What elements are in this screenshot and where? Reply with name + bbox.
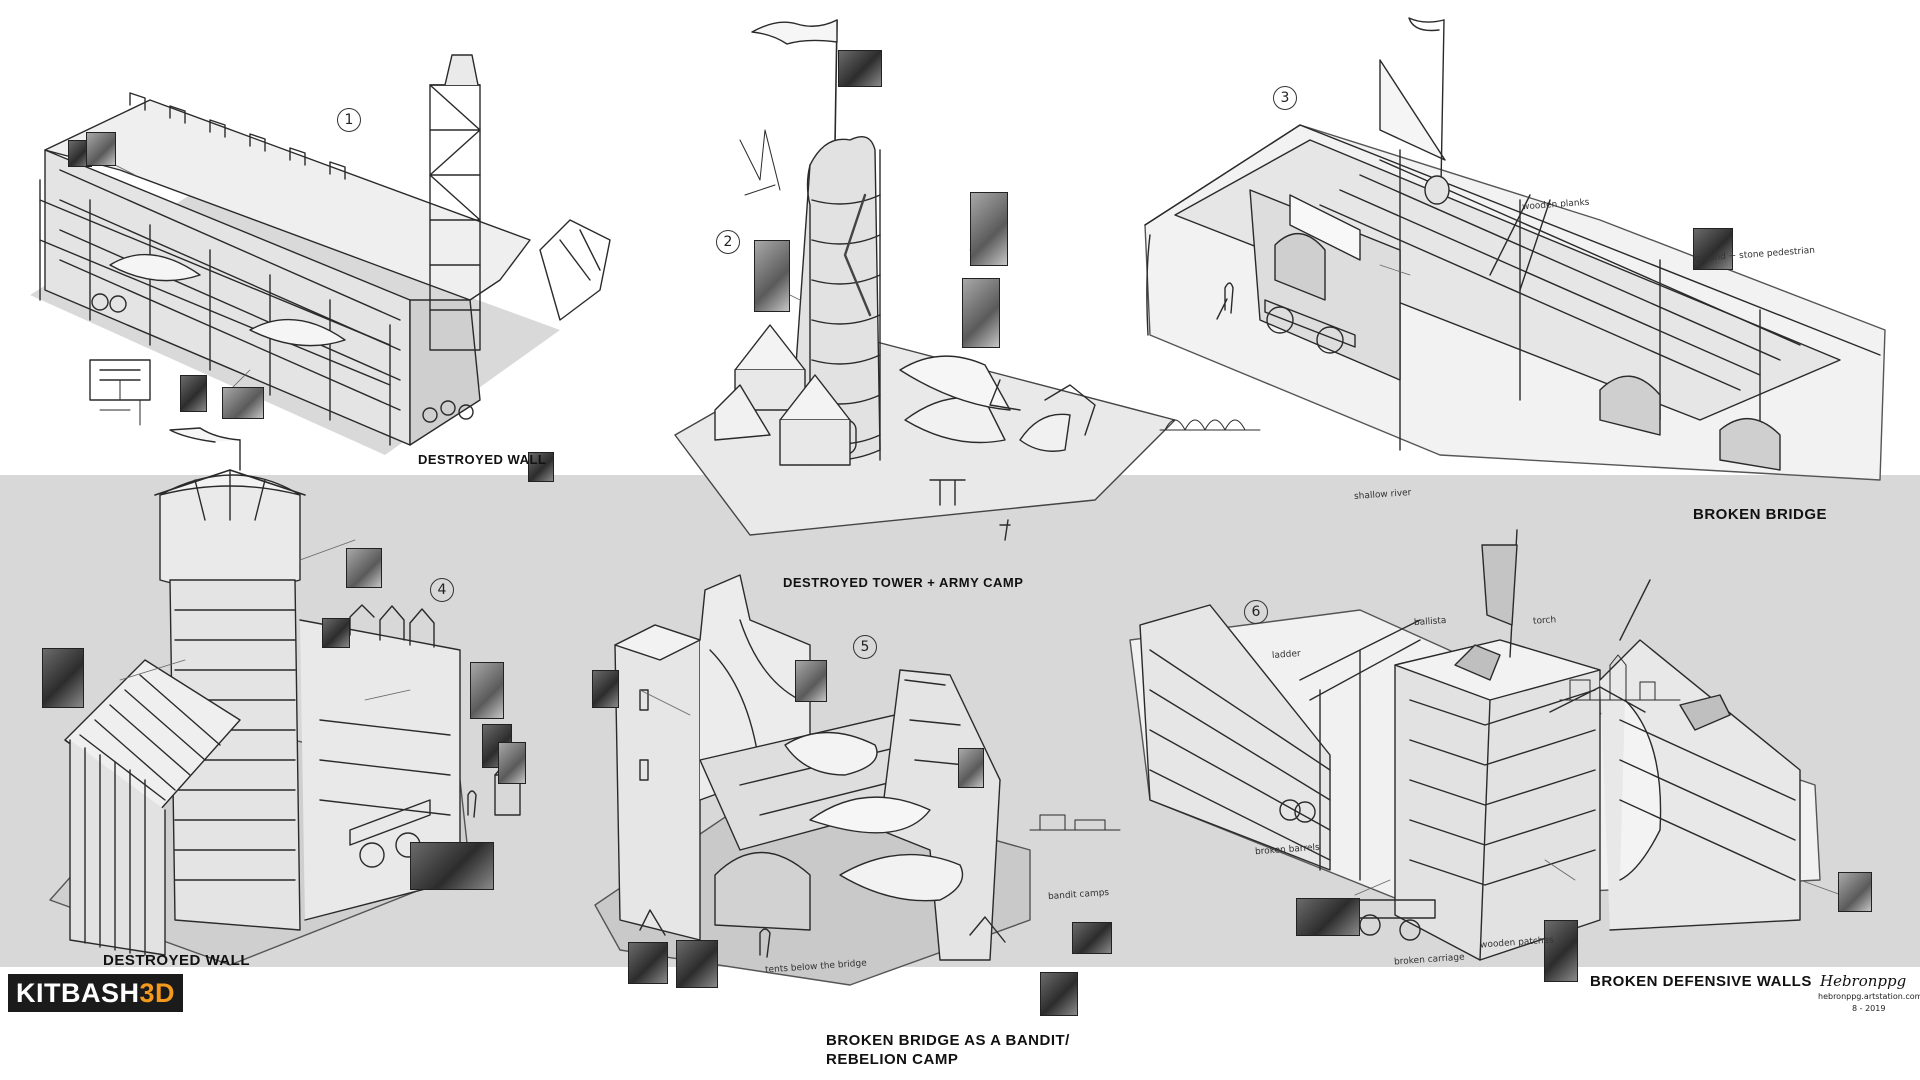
caption-broken-defensive-walls: BROKEN DEFENSIVE WALLS [1590, 973, 1812, 990]
reference-photo [1544, 920, 1578, 982]
note-torch: torch [1532, 615, 1557, 627]
logo-text-accent: 3D [139, 977, 176, 1008]
reference-photo [628, 942, 668, 984]
sketch-2-destroyed-tower [674, 19, 1176, 541]
reference-photo [970, 192, 1008, 266]
sketch-number-3: 3 [1273, 86, 1297, 110]
reference-photo [470, 662, 504, 719]
sketch-4-destroyed-wall-tower [49, 427, 521, 966]
reference-photo [958, 748, 984, 788]
sketch-number-4: 4 [430, 578, 454, 602]
caption-bandit-camp-line2: REBELION CAMP [826, 1051, 959, 1068]
reference-photo [180, 375, 207, 412]
reference-photo [676, 940, 718, 988]
leader-lines [104, 159, 1856, 901]
reference-photo [86, 132, 116, 166]
sketch-3-broken-bridge [1144, 17, 1886, 481]
sketch-6-broken-defensive-walls [1129, 529, 1821, 961]
caption-bandit-camp-line1: BROKEN BRIDGE AS A BANDIT/ [826, 1032, 1070, 1049]
caption-destroyed-wall-4: DESTROYED WALL [103, 952, 251, 969]
reference-photo [838, 50, 882, 87]
artist-site: hebronppg.artstation.com [1818, 992, 1920, 1001]
reference-photo [1693, 228, 1733, 270]
note-ladder: ladder [1271, 649, 1302, 661]
reference-photo [498, 742, 526, 784]
reference-photo [962, 278, 1000, 348]
reference-photo [1072, 922, 1112, 954]
sketch-1-destroyed-wall [30, 54, 611, 455]
side-sketches [89, 129, 1681, 831]
sketch-number-5: 5 [853, 635, 877, 659]
sketch-number-2: 2 [716, 230, 740, 254]
reference-photo [42, 648, 84, 708]
caption-destroyed-tower: DESTROYED TOWER + ARMY CAMP [783, 575, 1024, 590]
sketch-5-bandit-camp-bridge [594, 574, 1031, 986]
reference-photo [346, 548, 382, 588]
reference-photo [410, 842, 494, 890]
sketch-number-1: 1 [337, 108, 361, 132]
reference-photo [222, 387, 264, 419]
reference-photo [528, 452, 554, 482]
reference-photo [795, 660, 827, 702]
caption-destroyed-wall-1: DESTROYED WALL [418, 452, 547, 467]
reference-photo [322, 618, 350, 648]
reference-photo [1040, 972, 1078, 1016]
reference-photo [754, 240, 790, 312]
reference-photo [1838, 872, 1872, 912]
reference-photo [1296, 898, 1360, 936]
artist-signature: Hebronppg [1820, 972, 1907, 990]
reference-photo [592, 670, 619, 708]
caption-broken-bridge: BROKEN BRIDGE [1693, 506, 1828, 523]
logo-text-main: KITBASH [16, 977, 140, 1008]
artist-date: 8 - 2019 [1852, 1004, 1886, 1013]
sketch-number-6: 6 [1244, 600, 1268, 624]
